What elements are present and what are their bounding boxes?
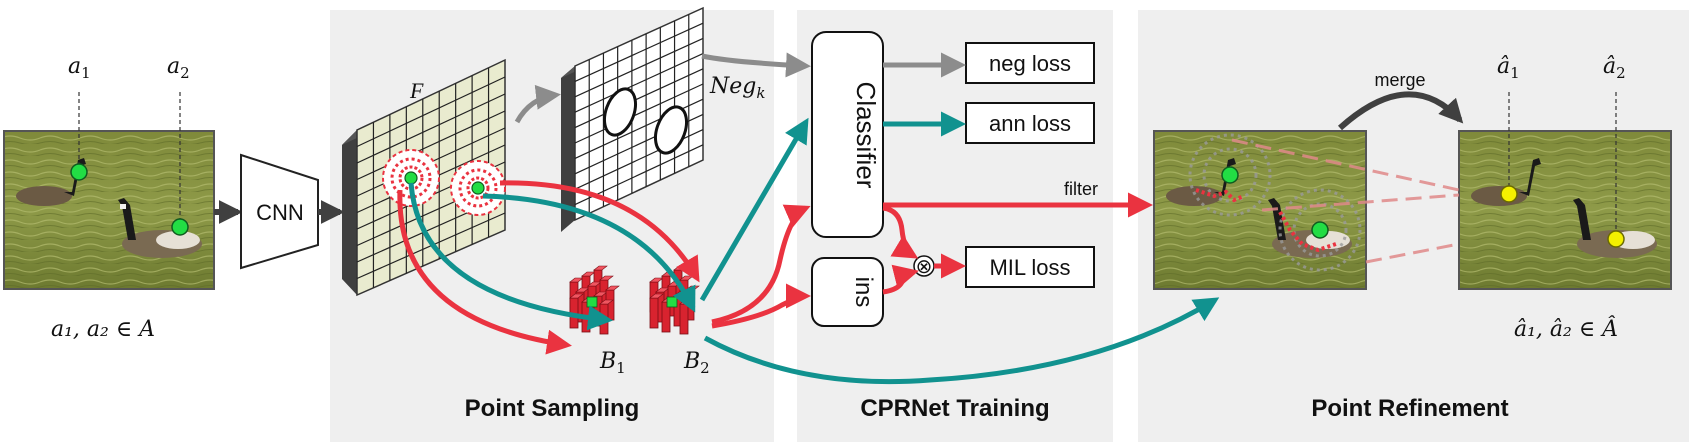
bag-b2-label: B2 — [683, 349, 710, 377]
annotation-point-a1 — [70, 163, 88, 181]
feature-map-label: F — [409, 78, 424, 103]
neg-loss-box: neg loss — [965, 42, 1095, 84]
section-title-cprnet-training: CPRNet Training — [860, 395, 1049, 422]
negative-feature-map — [561, 6, 704, 232]
merge-label: merge — [1374, 70, 1425, 90]
section-title-point-refinement: Point Refinement — [1311, 395, 1508, 422]
classifier-label: Classifier — [851, 82, 881, 189]
ann-loss-label: ann loss — [989, 111, 1071, 136]
bag-b1-label: B1 — [599, 349, 626, 377]
neg-k-label: Negk — [709, 74, 765, 102]
ins-block: ins — [811, 257, 884, 327]
goose-2 — [118, 198, 202, 258]
classifier-block: Classifier — [811, 31, 884, 238]
refined-label-a2: â2 — [1603, 54, 1626, 82]
refined-set-label: â₁, â₂ ∈ Â — [1514, 315, 1618, 342]
mil-loss-box: MIL loss — [965, 246, 1095, 288]
ann-loss-box: ann loss — [965, 102, 1095, 144]
input-image — [3, 130, 215, 290]
refined-point-a2 — [1607, 230, 1625, 248]
filter-label: filter — [1064, 179, 1098, 199]
annotation-point-a2 — [171, 218, 189, 236]
refined-sampling-image — [1153, 130, 1367, 290]
label-a1: a1 — [68, 54, 91, 82]
refined-point-a1 — [1500, 185, 1518, 203]
mil-loss-label: MIL loss — [989, 255, 1070, 280]
section-title-point-sampling: Point Sampling — [465, 395, 640, 422]
refined-label-a1: â1 — [1497, 54, 1520, 82]
ins-label: ins — [850, 277, 877, 308]
cnn-label: CNN — [256, 200, 304, 225]
otimes-symbol: ⊗ — [916, 256, 933, 278]
cnn-block: CNN — [240, 153, 319, 270]
refined-output-image — [1458, 130, 1672, 290]
input-set-label: a₁, a₂ ∈ A — [51, 317, 155, 342]
sampling-ring-a2 — [450, 160, 506, 216]
neg-loss-label: neg loss — [989, 51, 1071, 76]
label-a2: a2 — [167, 54, 190, 82]
